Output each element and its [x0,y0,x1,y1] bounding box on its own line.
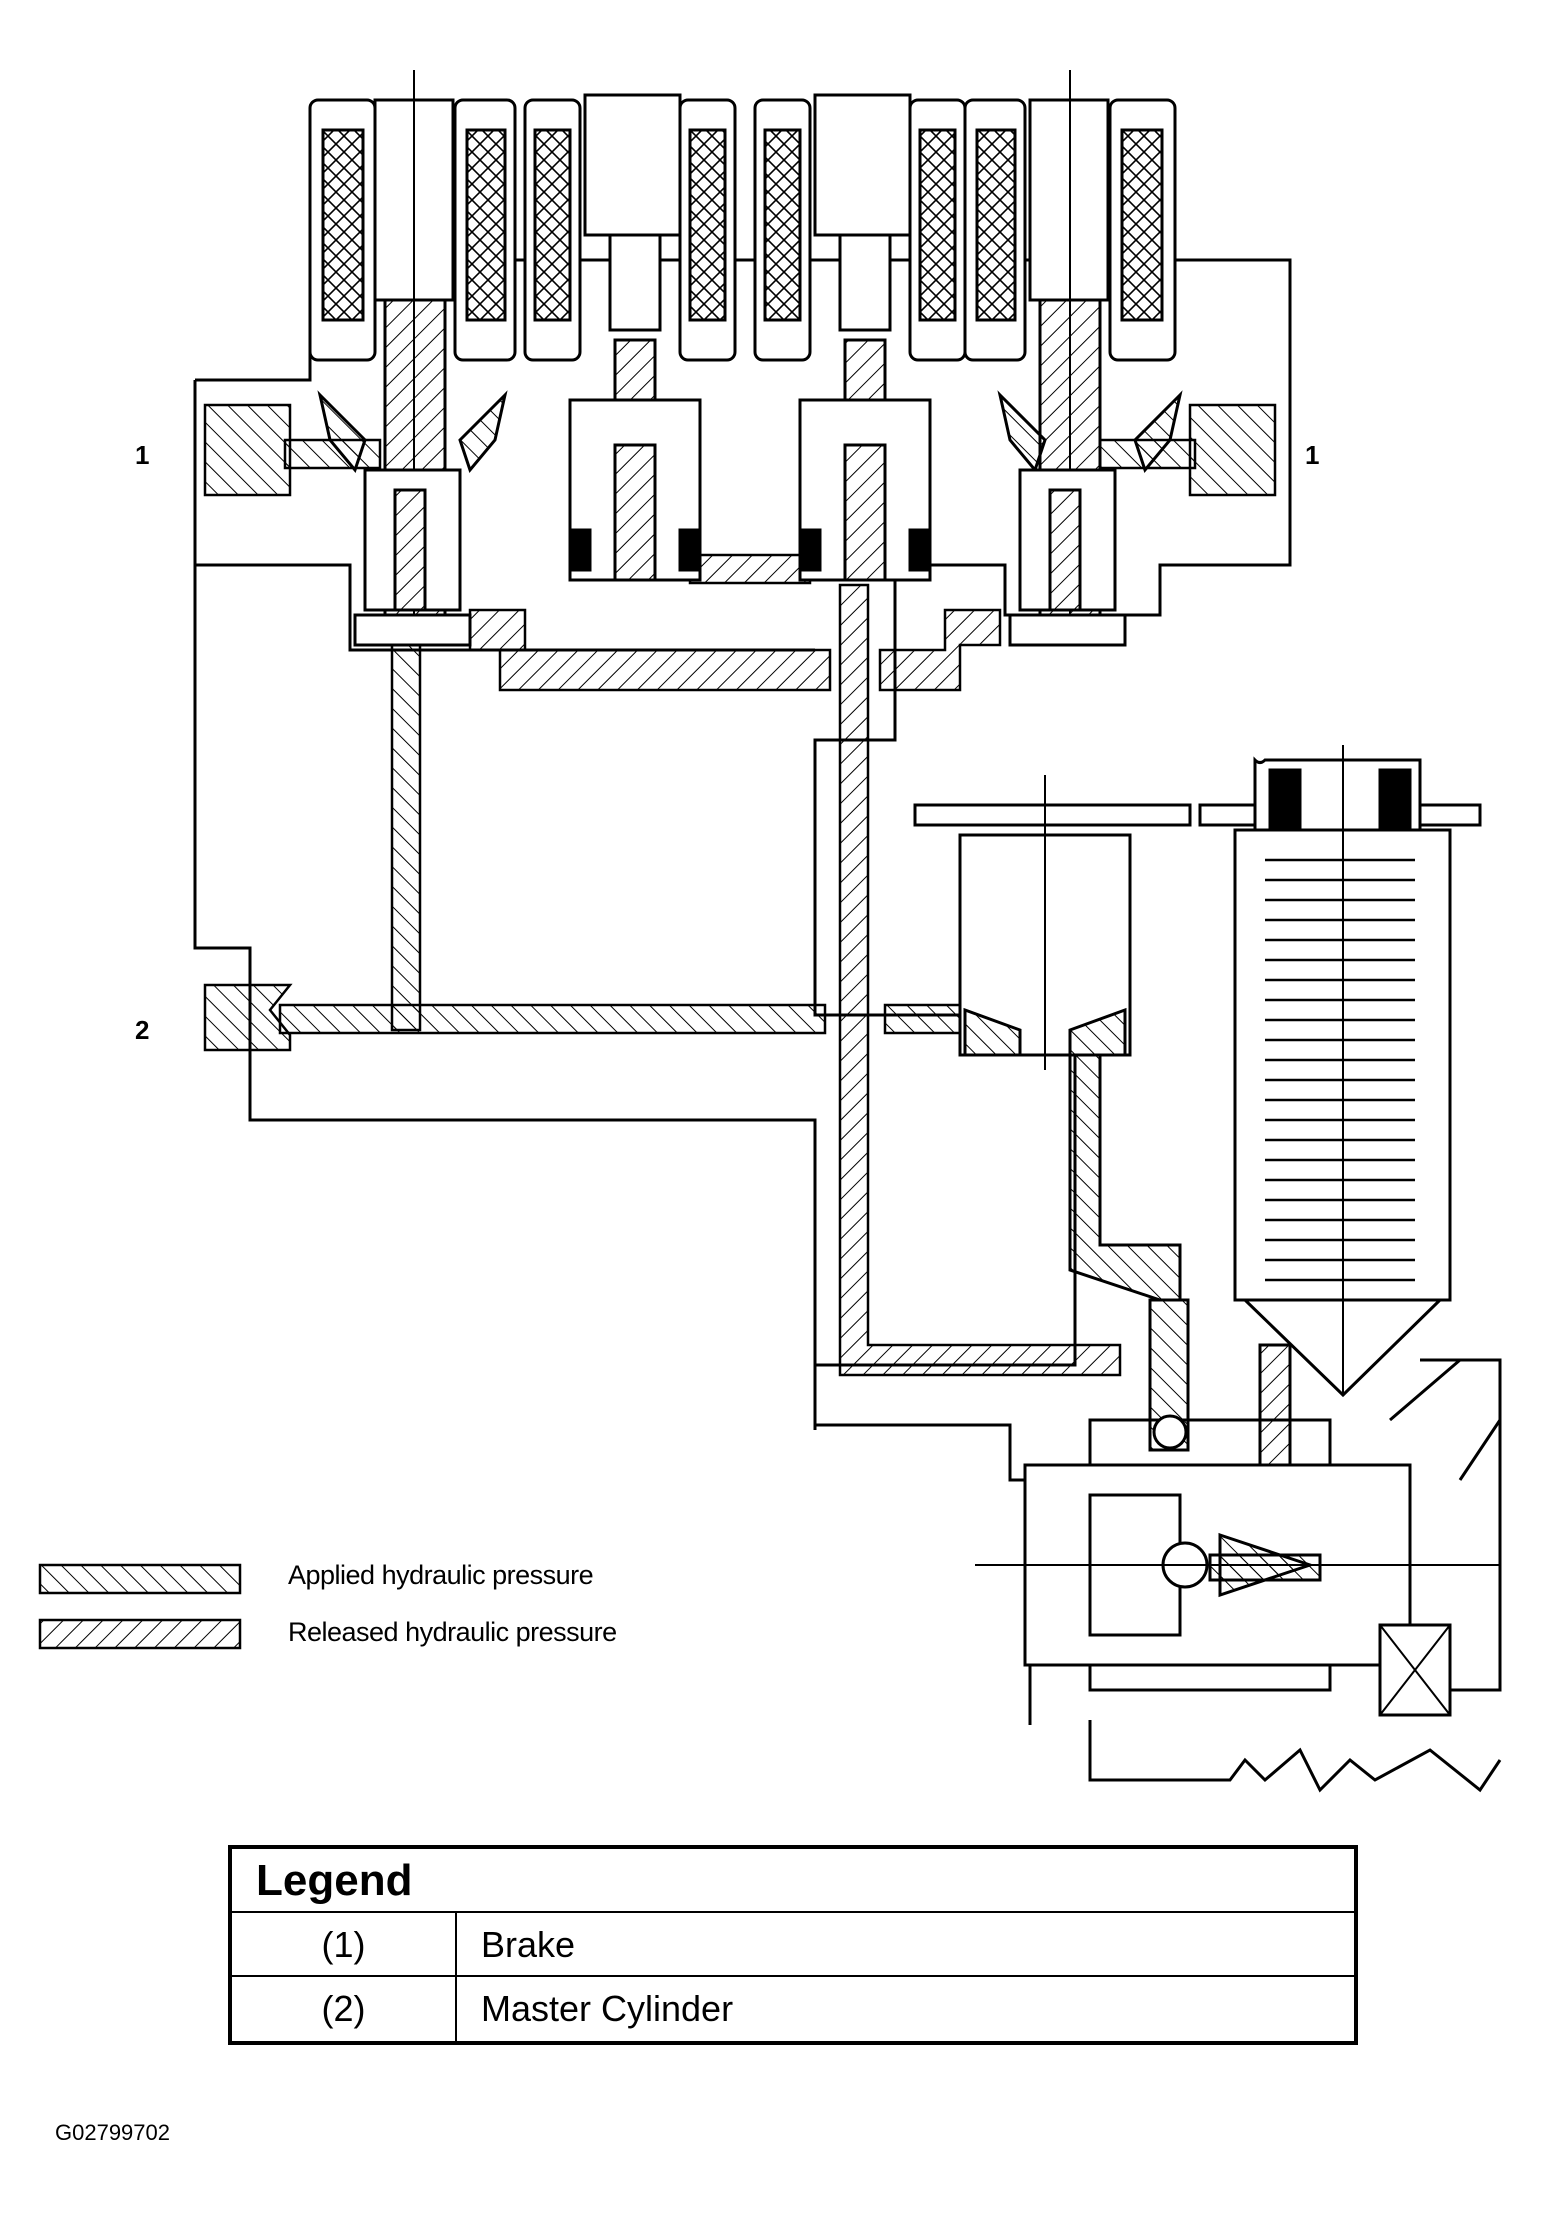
legend-row: (1) Brake [232,1913,1354,1977]
pump-spring-coils [1243,858,1442,1398]
motor-housing-edge [1088,1720,1502,1793]
cross-channel [688,553,812,585]
housing-outline [195,258,1292,1725]
legend-row: (2) Master Cylinder [232,1977,1354,2041]
supply-line-left [390,628,422,1032]
legend-description: Brake [481,1924,576,1965]
figure-id: G02799702 [55,2120,170,2145]
callout-brake-left: 1 [135,440,150,470]
legend-description: Master Cylinder [481,1988,734,2029]
callout-master-cylinder: 2 [135,1015,150,1045]
accumulator-feed [1068,1053,1182,1302]
solenoid-valve-3 [753,93,967,582]
pump-outlet-valve [975,1298,1500,1717]
return-line [468,608,832,692]
solenoid-valve-1 [308,70,517,647]
legend-number: (2) [232,1977,457,2041]
callout-brake-right: 1 [1305,440,1320,470]
applied-pressure-label: Applied hydraulic pressure [288,1560,594,1590]
housing-outline-left [193,380,817,1430]
legend-number: (1) [232,1913,457,1975]
applied-pressure-swatch [38,1563,242,1595]
solenoid-valve-2 [523,93,737,582]
return-line-right [878,608,1002,692]
released-pressure-swatch [38,1618,242,1650]
brake-port-right [1098,403,1277,497]
released-pressure-label: Released hydraulic pressure [288,1617,617,1647]
accumulator-piston [913,775,1192,1302]
legend-table: Legend (1) Brake (2) Master Cylinder [228,1845,1358,2045]
legend-title: Legend [232,1849,1354,1913]
solenoid-valve-4 [963,70,1183,647]
master-cylinder-port [203,983,962,1052]
pump-spring-assembly [1198,745,1482,1395]
pump-feed-line [838,583,1122,1377]
